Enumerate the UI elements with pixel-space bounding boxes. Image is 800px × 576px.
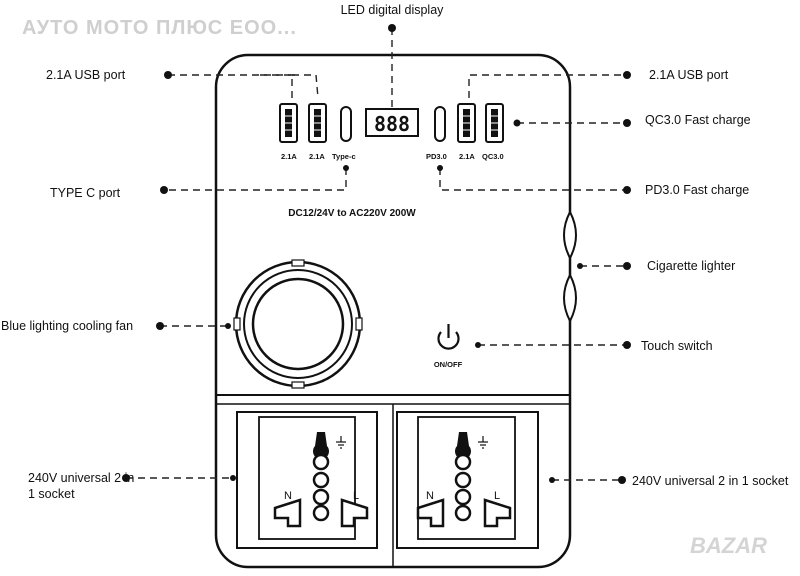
led-display-digits: 888 [374,112,410,136]
brand-watermark: BAZAR [690,533,767,558]
type-c-port [340,106,352,142]
qc-usb-port [485,103,504,143]
qc-usb-port-label: QC3.0 [482,152,504,161]
type-c-port-label: Type-c [332,152,356,161]
model-text: DC12/24V to AC220V 200W [288,208,416,219]
callout-qc-fast-charge: QC3.0 Fast charge [645,113,751,127]
callout-cigarette-lighter: Cigarette lighter [647,259,735,273]
ground-icon-left [336,436,346,449]
pd-port [434,106,446,142]
usb-port-2-label: 2.1A [309,152,325,161]
leader-lines [126,28,624,481]
socket-right-n: N [426,490,434,502]
callout-touch-switch: Touch switch [641,339,713,353]
socket-left-l: L [353,490,359,502]
callout-usb-right: 2.1A USB port [649,68,729,82]
cigarette-lighter [563,209,577,324]
cooling-fan [233,259,363,389]
usb-port-3 [457,103,476,143]
callout-led-display: LED digital display [341,3,445,17]
callout-socket-left-line1: 240V universal 2 in [28,471,134,485]
leader-dots [122,24,631,484]
socket-right [396,411,539,549]
usb-port-1 [279,103,298,143]
led-display: 888 [365,108,419,137]
usb-port-2 [308,103,327,143]
usb-port-1-label: 2.1A [281,152,297,161]
power-icon [437,324,460,350]
callout-pd-fast-charge: PD3.0 Fast charge [645,183,749,197]
callout-socket-left-line2: 1 socket [28,487,75,501]
usb-port-3-label: 2.1A [459,152,475,161]
socket-right-l: L [494,490,500,502]
pd-port-label: PD3.0 [426,152,447,161]
on-off-label: ON/OFF [434,360,463,369]
callout-type-c-port: TYPE C port [50,186,121,200]
ground-icon-right [478,436,488,449]
socket-left-n: N [284,490,292,502]
callout-socket-right: 240V universal 2 in 1 socket [632,474,789,488]
watermark-text: АУТО МОТО ПЛЮС ЕОО... [22,17,297,39]
socket-left [236,411,378,549]
callout-usb-left: 2.1A USB port [46,68,126,82]
callout-cooling-fan: Blue lighting cooling fan [1,319,133,333]
